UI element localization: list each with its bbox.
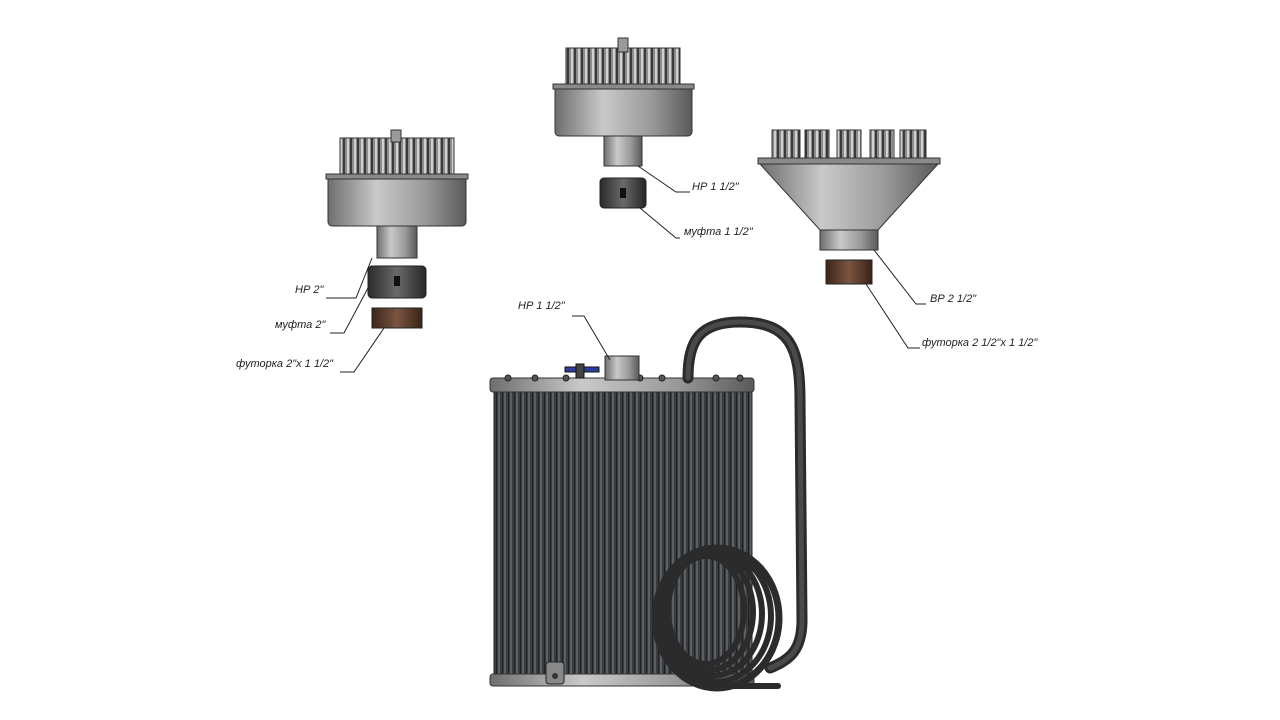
right-leaders [865,249,926,349]
right-bushing [825,259,873,285]
right-funnel [758,163,940,231]
center-stem [603,135,643,167]
left-leaders [326,257,385,373]
label-center-nr: НР 1 1/2" [692,181,740,193]
left-bowl [327,175,467,227]
center-fountain-head [552,37,695,209]
label-right-bushing: футорка 2 1/2"х 1 1/2" [922,337,1038,349]
label-right-vr: ВР 2 1/2" [930,293,977,305]
filter-tank [489,355,755,687]
label-tank-nr: НР 1 1/2" [518,300,566,312]
label-left-coupling: муфта 2" [275,319,326,331]
right-nozzle-2 [804,129,830,161]
right-nozzle-5 [899,129,927,161]
tank-outlet-nr [604,355,640,381]
center-nozzle-cluster [565,47,681,85]
center-leaders [637,165,690,239]
label-left-nr: НР 2" [295,284,324,296]
label-left-bushing: футорка 2"х 1 1/2" [236,358,334,370]
hose [651,316,808,692]
left-bushing [371,307,423,329]
right-nozzle-4 [869,129,895,161]
left-fountain-head [325,129,469,329]
left-stem [376,225,418,259]
tank-ribbed-body [493,389,753,681]
center-bowl [554,85,693,137]
label-center-coupling: муфта 1 1/2" [684,226,754,238]
right-fountain-head [757,129,941,285]
right-socket [819,229,879,251]
right-nozzle-3 [836,129,862,161]
right-nozzle-1 [771,129,801,161]
left-nozzle-cluster [339,137,455,175]
valve-handle-icon [564,363,600,379]
hose-coil-5 [665,553,747,667]
tank-leader [572,315,611,361]
